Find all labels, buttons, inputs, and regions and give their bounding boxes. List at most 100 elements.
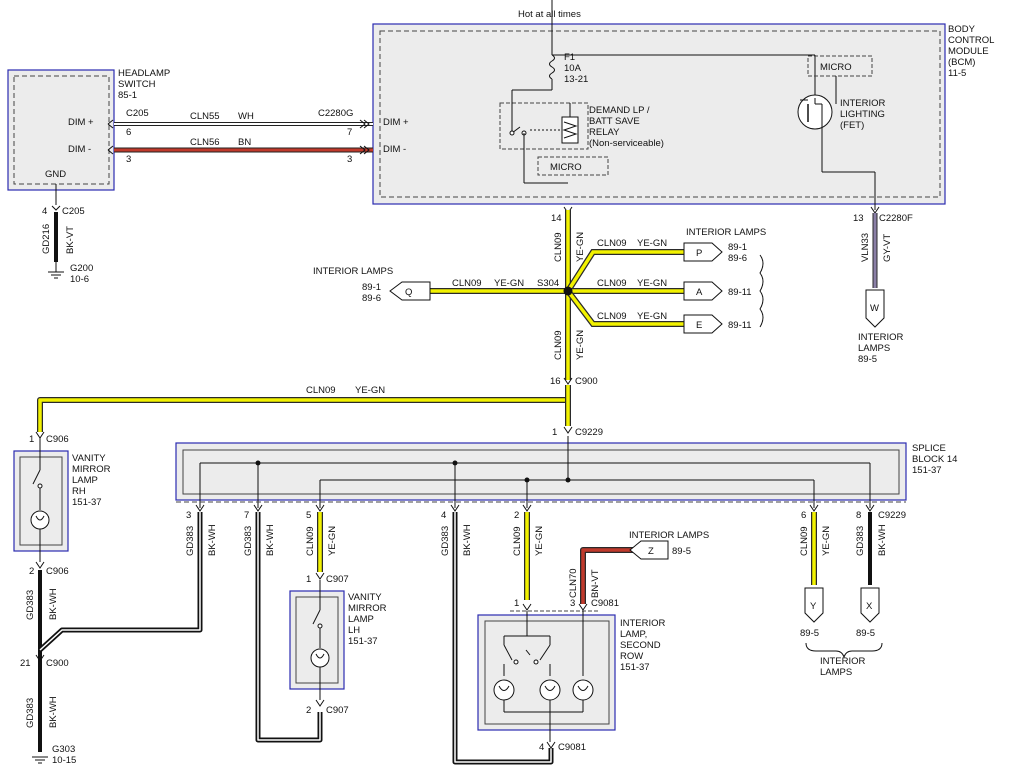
wire-gd216-circuit: GD216	[41, 224, 52, 254]
wire-to-rh-color: YE-GN	[355, 385, 385, 396]
bcm-connector-c2280g: C2280G	[318, 108, 353, 119]
ground-g303-name: G303	[52, 744, 75, 755]
connector-x[interactable]	[860, 587, 880, 623]
sb-pin-7: 7	[244, 510, 249, 521]
micro-label-relay: MICRO	[550, 162, 582, 173]
connector-z-ref: 89-5	[672, 546, 691, 557]
rh-gd383-circuit: GD383	[25, 590, 36, 620]
s304-p-circuit: CLN09	[597, 238, 627, 249]
trunk-cln09-upper-circuit: CLN09	[553, 232, 564, 262]
hot-at-all-times-label: Hot at all times	[518, 9, 581, 20]
ground-g200-icon	[48, 262, 64, 279]
connector-p-label: P	[696, 248, 702, 259]
splice-block-connector-in: C9229	[575, 427, 603, 438]
connector-z[interactable]	[629, 540, 669, 560]
c900-label-bottom: C900	[46, 658, 69, 669]
sb-pin-2: 2	[514, 510, 519, 521]
connector-q-ref-2: 89-6	[362, 293, 381, 304]
gnd-connector-c205: C205	[62, 206, 85, 217]
bcm-connector-c2280f: C2280F	[879, 213, 913, 224]
connector-p-ref-1: 89-1	[728, 242, 747, 253]
wire-cln70	[580, 547, 640, 604]
vanity-rh-pin-2: 2	[29, 566, 34, 577]
s304-a-circuit: CLN09	[597, 278, 627, 289]
g303-gd383-color: BK-WH	[48, 696, 59, 728]
fet-icon	[797, 76, 876, 210]
sb5-cln09-circuit: CLN09	[305, 526, 316, 556]
s304-a-color: YE-GN	[637, 278, 667, 289]
wire-gd383-second-row	[452, 512, 554, 765]
connector-q[interactable]	[389, 281, 431, 301]
wire-cln56-color: BN	[238, 137, 251, 148]
second-row-conn-bottom: C9081	[558, 742, 586, 753]
sb-pin-4: 4	[441, 510, 446, 521]
connector-y-label: Y	[810, 601, 817, 612]
headlamp-pin-3: 3	[126, 154, 131, 165]
trunk-cln09-upper-color: YE-GN	[575, 232, 586, 262]
connector-x-ref: 89-5	[856, 628, 875, 639]
trunk-cln09-lower-color: YE-GN	[575, 330, 586, 360]
wire-gd216-color: BK-VT	[65, 226, 76, 254]
sb8-gd383-color: BK-WH	[877, 524, 888, 556]
headlamp-dim-minus: DIM -	[68, 144, 91, 155]
wire-cln09-to-e	[565, 289, 684, 327]
sb-pin-6: 6	[801, 510, 806, 521]
connector-p[interactable]	[683, 242, 723, 262]
vanity-lh-conn-bottom: C907	[326, 705, 349, 716]
sb6-cln09-color: YE-GN	[821, 526, 832, 556]
splice-block-14[interactable]	[175, 442, 907, 501]
wire-cln09-to-p	[565, 249, 684, 293]
sb-pin-3: 3	[186, 510, 191, 521]
connector-e[interactable]	[683, 314, 723, 334]
splice-block-pin-in: 1	[552, 427, 557, 438]
second-row-pin-1: 1	[514, 598, 519, 609]
micro-box-fet	[807, 55, 873, 77]
c900-pin-21: 21	[20, 658, 31, 669]
ground-g200-name: G200	[70, 263, 93, 274]
vanity-lh-title: VANITY MIRROR LAMP LH 151-37	[348, 592, 389, 647]
bcm-pin-3: 3	[347, 154, 352, 165]
bcm-module[interactable]	[372, 23, 946, 205]
headlamp-dim-plus: DIM +	[68, 117, 94, 128]
connector-e-label: E	[696, 320, 702, 331]
wire-cln70-circuit: CLN70	[568, 568, 579, 598]
s304-p-color: YE-GN	[637, 238, 667, 249]
vanity-mirror-rh[interactable]	[13, 450, 69, 552]
ground-g303-ref: 10-15	[52, 755, 76, 766]
sb5-cln09-color: YE-GN	[327, 526, 338, 556]
splice-s304-dot	[563, 286, 573, 296]
connector-q-label: Q	[405, 287, 412, 298]
s304-left-title: INTERIOR LAMPS	[313, 266, 393, 277]
wire-cln56-circuit: CLN56	[190, 137, 220, 148]
second-row-bulb-icons	[493, 679, 594, 742]
connector-a-ref: 89-11	[728, 287, 752, 298]
wire-gd383-lh	[255, 512, 323, 743]
trunk-cln09-lower-circuit: CLN09	[553, 330, 564, 360]
fet-label: INTERIOR LIGHTING (FET)	[840, 98, 888, 131]
ground-g303-icon	[32, 756, 48, 764]
micro-box-relay	[537, 156, 609, 176]
splice-block-title: SPLICE BLOCK 14 151-37	[912, 443, 960, 476]
connector-p-ref-2: 89-6	[728, 253, 747, 264]
second-row-switch-icon	[503, 611, 584, 676]
micro-label-fet: MICRO	[820, 62, 852, 73]
sb-connector-out: C9229	[878, 510, 906, 521]
wire-to-rh-circuit: CLN09	[306, 385, 336, 396]
vanity-lh-conn-top: C907	[326, 574, 349, 585]
bcm-pin-7: 7	[347, 127, 352, 138]
c900-pin-16: 16	[550, 376, 561, 387]
sb7-gd383-color: BK-WH	[265, 524, 276, 556]
connector-e-ref: 89-11	[728, 320, 752, 331]
interior-lamp-second-row[interactable]	[477, 614, 616, 731]
sb-pin-5: 5	[306, 510, 311, 521]
splice-s304-label: S304	[537, 278, 559, 289]
headlamp-switch[interactable]	[7, 69, 115, 191]
vanity-rh-pin-1: 1	[29, 434, 34, 445]
connector-w[interactable]	[865, 289, 885, 328]
connector-a[interactable]	[683, 281, 723, 301]
connector-y[interactable]	[804, 587, 824, 623]
vanity-mirror-lh[interactable]	[289, 590, 345, 690]
second-row-title: INTERIOR LAMP, SECOND ROW 151-37	[620, 618, 668, 673]
sb6-cln09-circuit: CLN09	[799, 526, 810, 556]
